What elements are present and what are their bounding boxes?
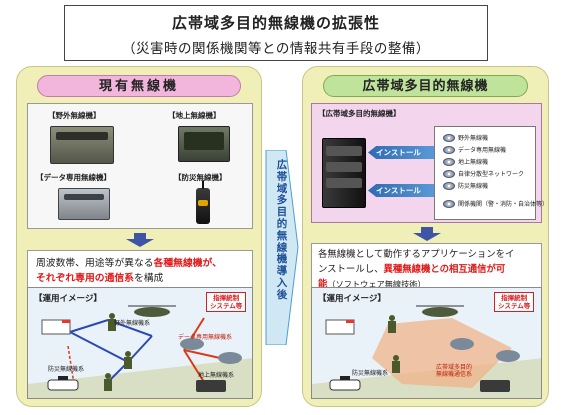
ground-radio-panel — [184, 132, 224, 150]
cd-icon — [443, 145, 455, 154]
main-title: 広帯域多目的無線機の拡張性 — [171, 14, 380, 32]
app-item-autonomous-network: 自律分散型ネットワーク — [443, 169, 524, 178]
police-car-icon — [329, 376, 361, 391]
field-radio-panel — [56, 132, 108, 140]
desc-line-1: 各無線機として動作するアプリケーションをイ — [318, 249, 515, 260]
wideband-radio-header: 広帯域多目的無線機 — [323, 75, 528, 97]
subtitle: （災害時の関係機関等との情報共有手段の整備） — [122, 41, 430, 57]
down-arrow-3 — [413, 227, 441, 241]
cd-icon — [443, 169, 455, 178]
app-label: 自律分散型ネットワーク — [458, 171, 525, 178]
disaster-radio-antenna — [202, 180, 204, 189]
command-badge-line2: システム等 — [210, 302, 243, 310]
app-label: 関係機関（警・消防・自治体等） — [458, 201, 549, 208]
wideband-radio-box: 【広帯域多目的無線機】 インストール インストール 野外無線機 データ専用無線機… — [311, 103, 548, 223]
command-system-badge-right: 指揮統制 システム等 — [494, 292, 535, 312]
app-label: 野外無線機 — [458, 135, 489, 142]
desc-text-2: を構成 — [133, 273, 164, 284]
current-radios-panel: 現有無線機 【野外無線機】 【地上無線機】 【データ専用無線機】 【防災無線機】… — [16, 66, 262, 407]
title-box: 広帯域多目的無線機の拡張性 （災害時の関係機関等との情報共有手段の整備） — [64, 5, 488, 61]
wideband-network-line1: 広帯域多目的 — [436, 364, 473, 371]
current-operation-scene: 【運用イメージ】 指揮統制 システム等 野外無線機系 データ専用無線機系 防災無… — [27, 287, 253, 399]
disaster-network-label-right: 防災無線機系 — [352, 370, 389, 377]
desc-line-2-text: ンストールし、 — [318, 263, 384, 275]
ground-radio-label: 【地上無線機】 — [168, 111, 221, 120]
operation-image-label: 【運用イメージ】 — [34, 294, 102, 304]
cd-icon — [443, 181, 455, 190]
desc-text: 周波数帯、用途等が異なる — [36, 258, 154, 269]
radar-icon — [450, 338, 520, 362]
app-item-data-radio: データ専用無線機 — [443, 145, 506, 154]
soldier-icon — [104, 313, 132, 391]
desc-red-text-2: それぞれ専用の通信系 — [36, 273, 134, 284]
app-item-related-agencies: 関係機関（警・消防・自治体等） — [443, 199, 548, 208]
ground-network-label: 地上無線機系 — [198, 372, 235, 379]
desc-line-3-text: （ソフトウェア無線技術） — [327, 279, 426, 289]
ambulance-icon — [41, 319, 71, 335]
wideband-radio-panel: 広帯域多目的無線機 【広帯域多目的無線機】 インストール インストール 野外無線… — [302, 66, 549, 407]
app-item-field-radio: 野外無線機 — [443, 133, 488, 142]
wideband-radio-slot-2 — [326, 162, 362, 172]
wideband-radio-box-label: 【広帯域多目的無線機】 — [318, 109, 401, 118]
command-badge-line2: システム等 — [498, 302, 531, 310]
police-car-icon — [47, 376, 79, 391]
soldier-icon — [388, 315, 400, 373]
down-arrow-1 — [126, 233, 154, 247]
ambulance-icon — [325, 319, 355, 335]
disaster-radio-image — [196, 188, 210, 224]
desc-line-3-red: 能 — [318, 279, 328, 290]
current-operation-illustration — [28, 305, 252, 398]
introduction-arrow: 広帯域多目的無線機導入後 — [264, 150, 300, 345]
cd-icon — [443, 157, 455, 166]
data-radio-label: 【データ専用無線機】 — [36, 173, 111, 182]
command-system-badge: 指揮統制 システム等 — [206, 292, 247, 312]
wideband-network-label: 広帯域多目的 無線機通信系 — [436, 364, 472, 378]
desc-line-2-red: 異種無線機との相互通信が可 — [383, 263, 506, 275]
field-network-label: 野外無線機系 — [114, 320, 151, 327]
wideband-network-line2: 無線機通信系 — [436, 371, 473, 378]
cd-icon — [443, 199, 455, 208]
app-label: 地上無線機 — [458, 159, 489, 166]
cd-icon — [443, 133, 455, 142]
helicopter-icon — [128, 305, 176, 317]
vehicle-icon — [480, 380, 510, 392]
app-label: 防災無線機 — [458, 183, 489, 190]
data-radio-image — [58, 188, 110, 220]
equipment-photo-box: 【野外無線機】 【地上無線機】 【データ専用無線機】 【防災無線機】 — [27, 103, 253, 229]
app-item-disaster-radio: 防災無線機 — [443, 181, 488, 190]
wideband-radio-slot-1 — [326, 146, 362, 156]
operation-image-label-right: 【運用イメージ】 — [318, 294, 386, 304]
vehicle-icon — [196, 380, 226, 392]
wideband-radio-slot-3 — [326, 178, 362, 188]
field-radio-label: 【野外無線機】 — [48, 111, 101, 120]
command-badge-line1: 指揮統制 — [213, 294, 240, 302]
app-item-ground-radio: 地上無線機 — [443, 157, 488, 166]
helicopter-icon — [416, 305, 464, 317]
desc-red-text: 各種無線機が、 — [153, 258, 222, 269]
data-network-label: データ専用無線機系 — [178, 334, 233, 341]
install-arrow-2: インストール — [368, 184, 436, 197]
app-list: 野外無線機 データ専用無線機 地上無線機 自律分散型ネットワーク 防災無線機 関… — [434, 126, 548, 220]
current-radios-header: 現有無線機 — [37, 75, 241, 97]
introduction-arrow-text: 広帯域多目的無線機導入後 — [276, 159, 288, 301]
wideband-operation-illustration — [312, 305, 541, 398]
right-arrow-icon — [265, 150, 299, 345]
install-arrow-1: インストール — [368, 146, 436, 159]
app-label: データ専用無線機 — [458, 147, 507, 154]
radar-icon — [180, 338, 242, 364]
command-badge-line1: 指揮統制 — [501, 294, 528, 302]
disaster-radio-button — [198, 200, 208, 206]
wideband-operation-scene: 【運用イメージ】 指揮統制 システム等 防災無線機系 広帯域多目的 無線機通信系 — [311, 287, 542, 399]
disaster-network-label: 防災無線機系 — [48, 366, 85, 373]
disaster-radio-label: 【防災無線機】 — [174, 173, 227, 182]
data-radio-panel — [64, 194, 104, 200]
